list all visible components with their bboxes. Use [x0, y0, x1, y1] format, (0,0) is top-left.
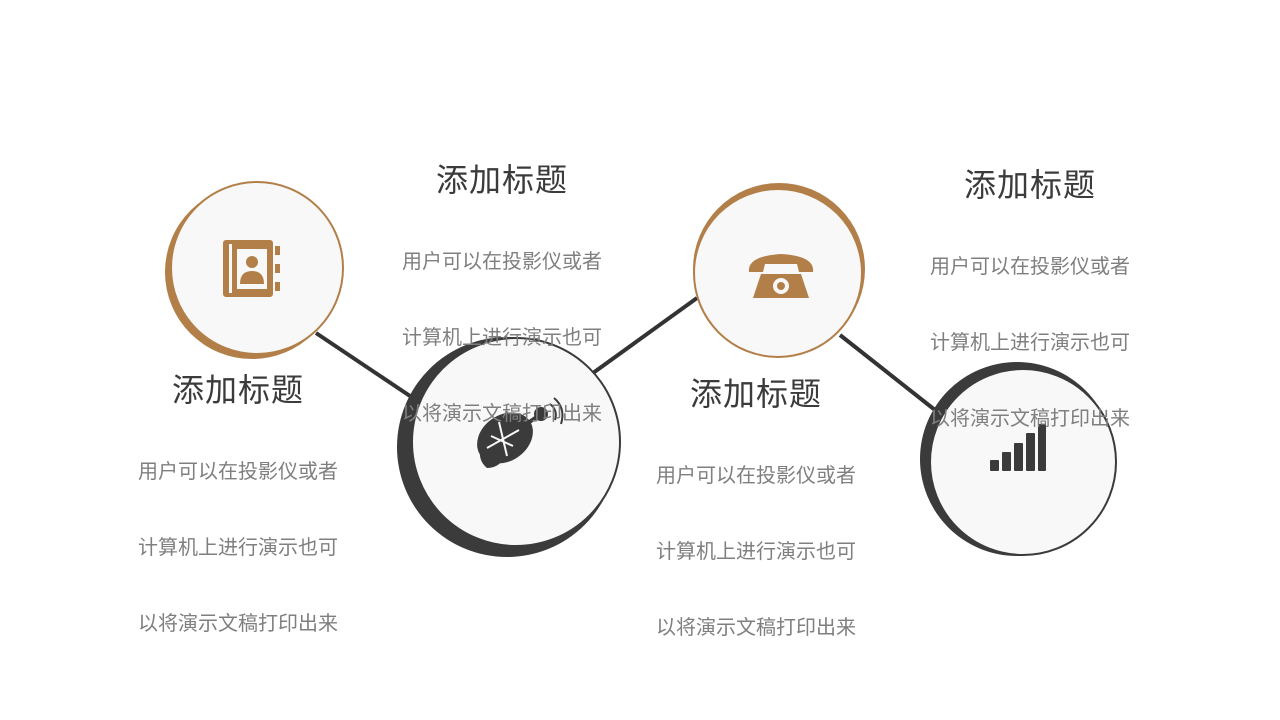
block-1-line-3: 以将演示文稿打印出来 — [138, 611, 338, 635]
node-3 — [693, 183, 865, 358]
block-4-body: 用户可以在投影仪或者 计算机上进行演示也可 以将演示文稿打印出来 — [910, 209, 1150, 475]
address-book-icon — [223, 240, 280, 297]
node-4 — [920, 362, 1117, 556]
block-3-body: 用户可以在投影仪或者 计算机上进行演示也可 以将演示文稿打印出来 — [636, 418, 876, 684]
block-3-line-2: 计算机上进行演示也可 — [656, 539, 856, 563]
block-4-line-3: 以将演示文稿打印出来 — [930, 406, 1130, 430]
block-1-line-2: 计算机上进行演示也可 — [138, 535, 338, 559]
block-3-line-3: 以将演示文稿打印出来 — [656, 615, 856, 639]
block-1-line-1: 用户可以在投影仪或者 — [138, 459, 338, 483]
block-4-line-2: 计算机上进行演示也可 — [930, 330, 1130, 354]
text-block-2: 添加标题 用户可以在投影仪或者 计算机上进行演示也可 以将演示文稿打印出来 — [382, 160, 622, 470]
connector-3-4 — [838, 333, 937, 412]
telephone-icon — [748, 254, 814, 298]
node-3-disc — [693, 188, 863, 358]
connector-lines — [314, 296, 937, 412]
signal-bars-icon — [990, 424, 1046, 471]
block-2-line-2: 计算机上进行演示也可 — [402, 325, 602, 349]
block-2-body: 用户可以在投影仪或者 计算机上进行演示也可 以将演示文稿打印出来 — [382, 204, 622, 470]
text-block-4: 添加标题 用户可以在投影仪或者 计算机上进行演示也可 以将演示文稿打印出来 — [910, 165, 1150, 475]
block-3-line-1: 用户可以在投影仪或者 — [656, 463, 856, 487]
text-block-1: 添加标题 用户可以在投影仪或者 计算机上进行演示也可 以将演示文稿打印出来 — [118, 370, 358, 680]
node-1 — [165, 181, 344, 359]
node-2 — [397, 337, 621, 557]
block-4-title: 添加标题 — [963, 166, 1096, 204]
block-1-body: 用户可以在投影仪或者 计算机上进行演示也可 以将演示文稿打印出来 — [118, 414, 358, 680]
block-1-title: 添加标题 — [171, 371, 304, 409]
block-3-title: 添加标题 — [689, 375, 822, 413]
satellite-dish-icon — [477, 397, 564, 468]
block-4-line-1: 用户可以在投影仪或者 — [930, 254, 1130, 278]
connector-2-3 — [591, 296, 699, 375]
block-2-title: 添加标题 — [435, 161, 568, 199]
block-2-line-3: 以将演示文稿打印出来 — [402, 401, 602, 425]
connector-1-2 — [314, 331, 412, 398]
text-block-3: 添加标题 用户可以在投影仪或者 计算机上进行演示也可 以将演示文稿打印出来 — [636, 374, 876, 684]
block-2-line-1: 用户可以在投影仪或者 — [402, 249, 602, 273]
